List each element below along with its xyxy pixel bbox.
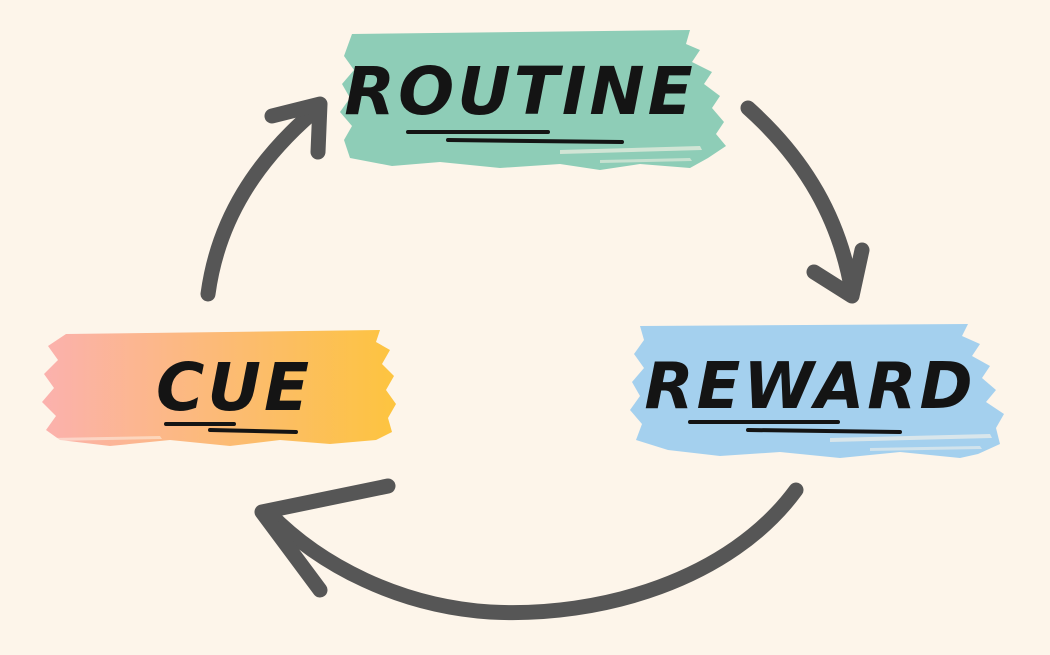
arrow-cue-to-routine-head bbox=[264, 96, 328, 160]
arrow-routine-to-reward-shaft bbox=[740, 100, 860, 300]
routine-node: ROUTINE bbox=[340, 30, 726, 170]
cue-underline bbox=[164, 422, 298, 434]
routine-brush-stroke bbox=[340, 30, 726, 170]
reward-brush-stroke bbox=[630, 324, 1004, 458]
arrow-routine-to-reward-head bbox=[806, 242, 870, 304]
arrow-routine-to-reward bbox=[740, 100, 870, 304]
cue-node: CUE bbox=[42, 330, 396, 446]
arrow-cue-to-routine bbox=[200, 96, 328, 302]
routine-label: ROUTINE bbox=[344, 53, 695, 130]
arrow-reward-to-cue-head bbox=[254, 478, 396, 598]
arrow-cue-to-routine-shaft bbox=[200, 100, 326, 302]
cue-brush-stroke bbox=[42, 330, 396, 446]
cue-label: CUE bbox=[156, 349, 312, 426]
routine-underline bbox=[406, 130, 624, 144]
reward-node: REWARD bbox=[630, 324, 1004, 458]
reward-label: REWARD bbox=[644, 350, 975, 424]
arrow-reward-to-cue bbox=[254, 478, 804, 621]
reward-underline bbox=[688, 420, 902, 434]
arrow-reward-to-cue-shaft bbox=[260, 482, 804, 621]
